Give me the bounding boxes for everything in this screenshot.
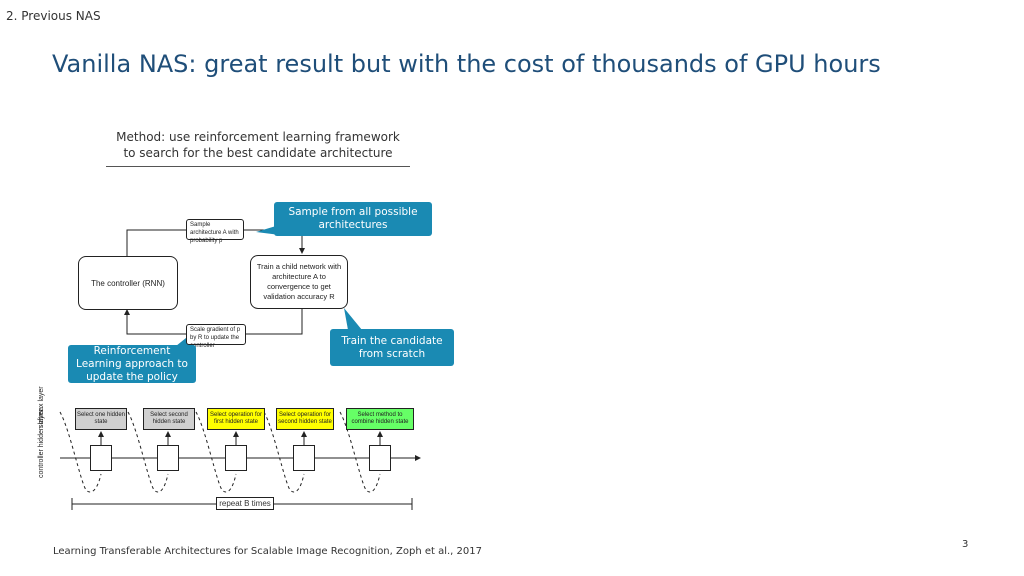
step-box-1: Select one hidden state (75, 408, 127, 430)
callout-tail-train (344, 308, 362, 330)
connector-child-scale (246, 308, 303, 335)
step-label-2: Select second hidden state (150, 412, 188, 425)
callout-reinforcement: Reinforcement Learning approach to updat… (68, 345, 196, 383)
method-text: Method: use reinforcement learning frame… (108, 129, 408, 161)
step-box-4: Select operation for second hidden state (276, 408, 334, 430)
method-line-2: to search for the best candidate archite… (123, 146, 393, 160)
page-number: 3 (962, 539, 969, 550)
connector-controller-sample (126, 229, 186, 256)
child-network-box: Train a child network with architecture … (250, 255, 348, 309)
step-label-5: Select method to combine hidden state (351, 412, 409, 425)
sample-architecture-box: Sample architecture A with probability p (186, 219, 244, 244)
method-line-1: Method: use reinforcement learning frame… (116, 130, 400, 144)
step-box-3: Select operation for first hidden state (207, 408, 265, 430)
method-divider (106, 166, 410, 167)
citation-footer: Learning Transferable Architectures for … (53, 546, 482, 557)
repeat-label: repeat B times (216, 497, 274, 510)
callout-sample-all: Sample from all possible architectures (274, 202, 432, 236)
controller-cell-3 (225, 445, 247, 471)
controller-box: The controller (RNN) (78, 256, 178, 310)
controller-cell-2 (157, 445, 179, 471)
controller-cell-4 (293, 445, 315, 471)
scale-gradient-box: Scale gradient of p by R to update the c… (186, 324, 246, 349)
step-box-2: Select second hidden state (143, 408, 195, 430)
connector-scale-controller (124, 309, 186, 335)
slide-title: Vanilla NAS: great result but with the c… (52, 50, 881, 78)
controller-cell-1 (90, 445, 112, 471)
step-label-1: Select one hidden state (76, 412, 126, 425)
hidden-layer-label: controller hidden layer (38, 409, 45, 478)
step-label-3: Select operation for first hidden state (209, 412, 263, 425)
step-box-5: Select method to combine hidden state (346, 408, 414, 430)
callout-train-scratch: Train the candidate from scratch (330, 329, 454, 366)
controller-cell-5 (369, 445, 391, 471)
section-label: 2. Previous NAS (6, 9, 101, 23)
step-label-4: Select operation for second hidden state (278, 412, 332, 425)
